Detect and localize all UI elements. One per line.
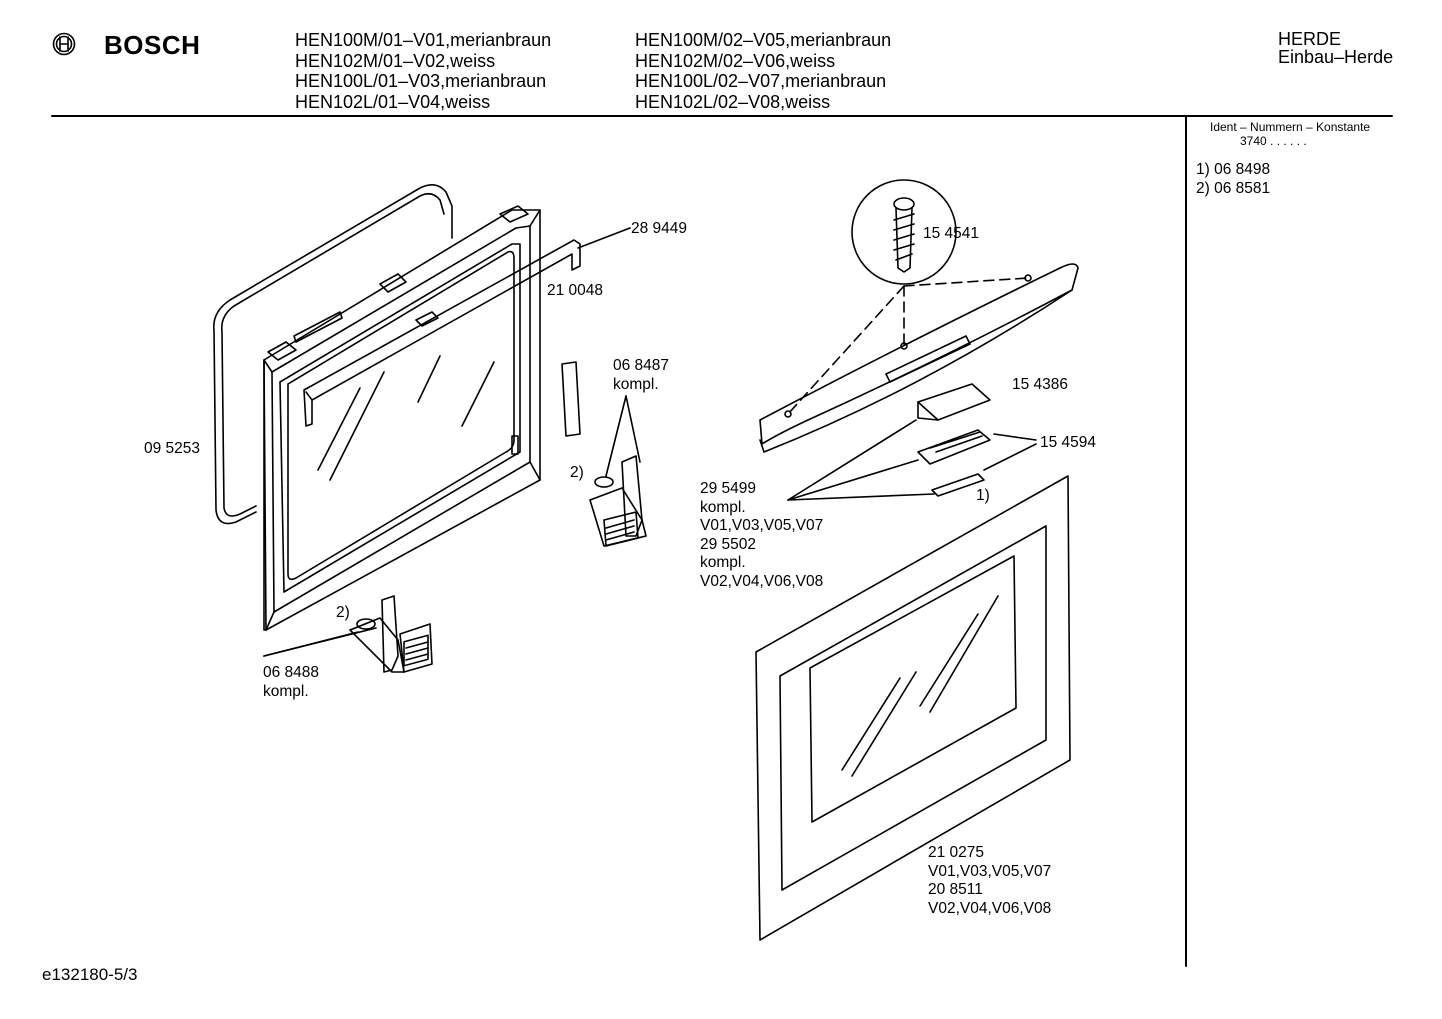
footnote-2-bottom: 2) [336, 604, 350, 621]
model-list-left: HEN100M/01–V01,merianbraun HEN102M/01–V0… [295, 30, 551, 113]
part-note: kompl. [700, 498, 746, 516]
ident-note: 1) 06 8498 [1196, 161, 1271, 178]
brand-name: BOSCH [104, 30, 201, 60]
part-label-068488: 06 8488 kompl. [263, 664, 319, 701]
document-code: e132180-5/3 [42, 965, 138, 984]
door-gasket [213, 184, 453, 525]
model-line: HEN100M/02–V05,merianbraun [635, 30, 892, 50]
part-note: kompl. [700, 554, 746, 571]
variant-list: V02,V04,V06,V08 [700, 572, 824, 590]
part-label-295499: 29 5499 kompl. V01,V03,V05,V07 29 5502 k… [700, 480, 823, 591]
variant-list: V01,V03,V05,V07 [928, 862, 1052, 880]
model-line: HEN102M/01–V02,weiss [295, 50, 496, 71]
ident-value: 3740 . . . . . . [1240, 134, 1307, 148]
part-number: 29 5502 [700, 535, 757, 553]
part-number: 06 8487 [613, 357, 670, 374]
ident-note: 2) 06 8581 [1196, 179, 1271, 197]
part-note: kompl. [613, 375, 659, 393]
footnote-1: 1) [976, 487, 990, 504]
handle-bar [759, 263, 1079, 453]
model-line: HEN102M/02–V06,weiss [635, 50, 836, 71]
variant-list: V02,V04,V06,V08 [928, 899, 1052, 917]
part-number: 29 5499 [700, 480, 757, 497]
part-label-210275: 21 0275 V01,V03,V05,V07 20 8511 V02,V04,… [928, 844, 1051, 918]
clip-parts [787, 383, 1037, 501]
bosch-logo-icon [52, 32, 76, 56]
ident-notes: 1) 06 8498 2) 06 8581 [1196, 161, 1270, 198]
hinge-bottom [263, 595, 433, 673]
screw-detail [851, 179, 957, 285]
part-label-154541: 15 4541 [923, 225, 980, 242]
footnote-2-top: 2) [570, 464, 584, 481]
inner-door-frame [263, 205, 541, 631]
ident-title: Ident – Nummern – Konstante [1210, 120, 1371, 134]
part-number: 06 8488 [263, 664, 320, 681]
outer-door-glass [755, 475, 1071, 941]
category-subtitle: Einbau–Herde [1278, 47, 1394, 67]
part-label-095253: 09 5253 [144, 440, 201, 457]
part-note: kompl. [263, 682, 309, 700]
part-label-154386: 15 4386 [1012, 376, 1069, 393]
part-label-154594: 15 4594 [1040, 434, 1097, 451]
category-title: HERDE [1278, 29, 1342, 49]
model-line: HEN100L/02–V07,merianbraun [635, 71, 887, 92]
model-line: HEN100M/01–V01,merianbraun [295, 30, 552, 50]
part-label-068487: 06 8487 kompl. [613, 357, 669, 394]
part-number: 20 8511 [928, 881, 983, 898]
door-rail [303, 227, 631, 427]
category-block: HERDE Einbau–Herde [1278, 30, 1393, 66]
hinge-top [589, 395, 647, 547]
small-strip-part [561, 361, 581, 437]
part-number: 21 0275 [928, 844, 985, 861]
variant-list: V01,V03,V05,V07 [700, 517, 824, 534]
part-label-210048: 21 0048 [547, 282, 604, 299]
part-label-289449: 28 9449 [631, 220, 688, 237]
model-line: HEN100L/01–V03,merianbraun [295, 71, 547, 92]
model-line: HEN102L/01–V04,weiss [295, 92, 491, 113]
model-line: HEN102L/02–V08,weiss [635, 92, 831, 113]
model-list-right: HEN100M/02–V05,merianbraun HEN102M/02–V0… [635, 30, 891, 113]
